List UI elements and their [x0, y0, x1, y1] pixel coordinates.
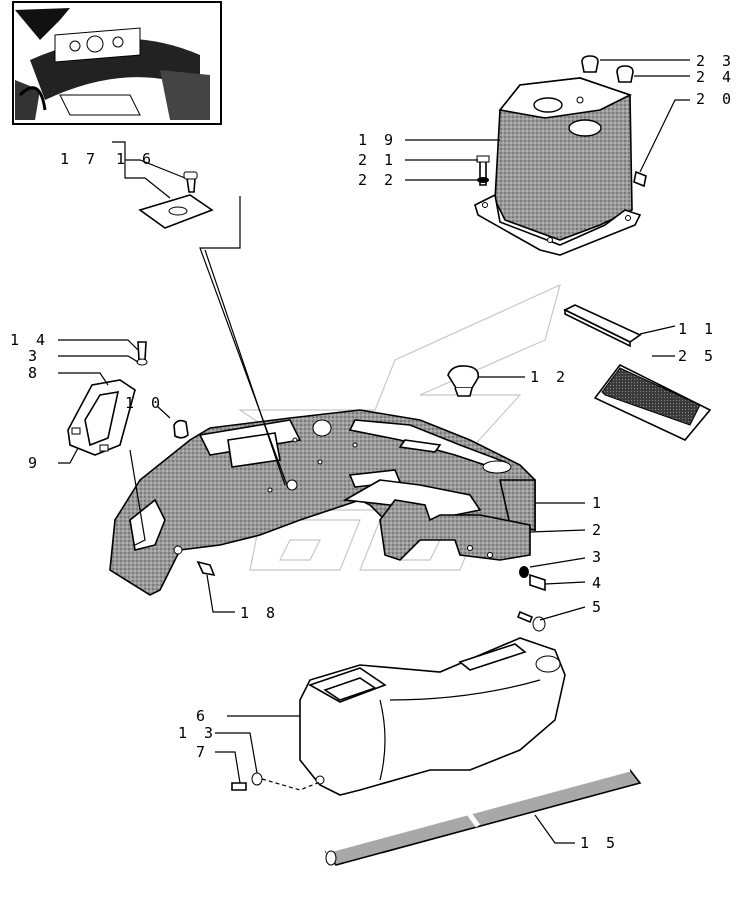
callout-labels: 2 3 2 4 2 0 1 9 2 1 2 2 1 7 1 6 1 4 3 8 …	[10, 52, 735, 852]
callout-8: 8	[28, 364, 41, 382]
callout-5: 5	[592, 598, 605, 616]
plate-16	[138, 171, 214, 229]
callout-18: 1 8	[240, 604, 279, 622]
callout-21: 2 1	[358, 151, 397, 169]
callout-3a: 3	[28, 347, 41, 365]
screw-5	[516, 610, 534, 624]
callout-15: 1 5	[580, 834, 619, 852]
callout-3b: 3	[592, 548, 605, 566]
callout-7: 7	[196, 743, 209, 761]
leader-lines	[58, 59, 690, 844]
callout-20: 2 0	[696, 90, 735, 108]
console-6	[299, 637, 566, 796]
bracket-2	[379, 499, 531, 561]
washer-3a	[136, 358, 148, 366]
callout-19: 1 9	[358, 131, 397, 149]
callout-22: 2 2	[358, 171, 397, 189]
dashboard-body	[109, 409, 536, 596]
screw-21-head	[476, 155, 490, 163]
callout-4: 4	[592, 574, 605, 592]
callout-14: 1 4	[10, 331, 49, 349]
callout-16: 1 6	[116, 150, 155, 168]
callout-9: 9	[28, 454, 41, 472]
callout-1: 1	[592, 494, 605, 512]
clip-10	[173, 419, 189, 439]
screw-18	[196, 560, 216, 577]
callout-23: 2 3	[696, 52, 735, 70]
cap-24	[616, 65, 634, 83]
callout-13: 1 3	[178, 724, 217, 742]
callout-11: 1 1	[678, 320, 717, 338]
cushion-25	[593, 363, 712, 441]
callout-2: 2	[592, 521, 605, 539]
washer-22	[477, 177, 489, 183]
washer-3b	[519, 566, 529, 578]
tube-15	[324, 768, 642, 866]
callout-17: 1 7	[60, 150, 99, 168]
screw-7	[231, 782, 247, 791]
callout-6: 6	[196, 707, 209, 725]
inset-thumbnail	[12, 1, 222, 125]
knob-12	[447, 365, 480, 389]
instrument-housing	[474, 77, 642, 256]
screw-20	[633, 170, 647, 188]
callout-25: 2 5	[678, 347, 717, 365]
screw-5-head	[532, 616, 546, 632]
screw-14	[137, 341, 147, 361]
screw-4	[529, 573, 546, 592]
callout-24: 2 4	[696, 68, 735, 86]
cap-23	[581, 55, 599, 73]
callout-12: 1 2	[530, 368, 569, 386]
washer-13	[251, 772, 263, 786]
side-cover-8	[67, 379, 136, 456]
panel-11-edge	[564, 308, 631, 348]
callout-10: 1 0	[125, 394, 164, 412]
knob-12-stem	[454, 387, 473, 397]
panel-11	[563, 304, 642, 343]
